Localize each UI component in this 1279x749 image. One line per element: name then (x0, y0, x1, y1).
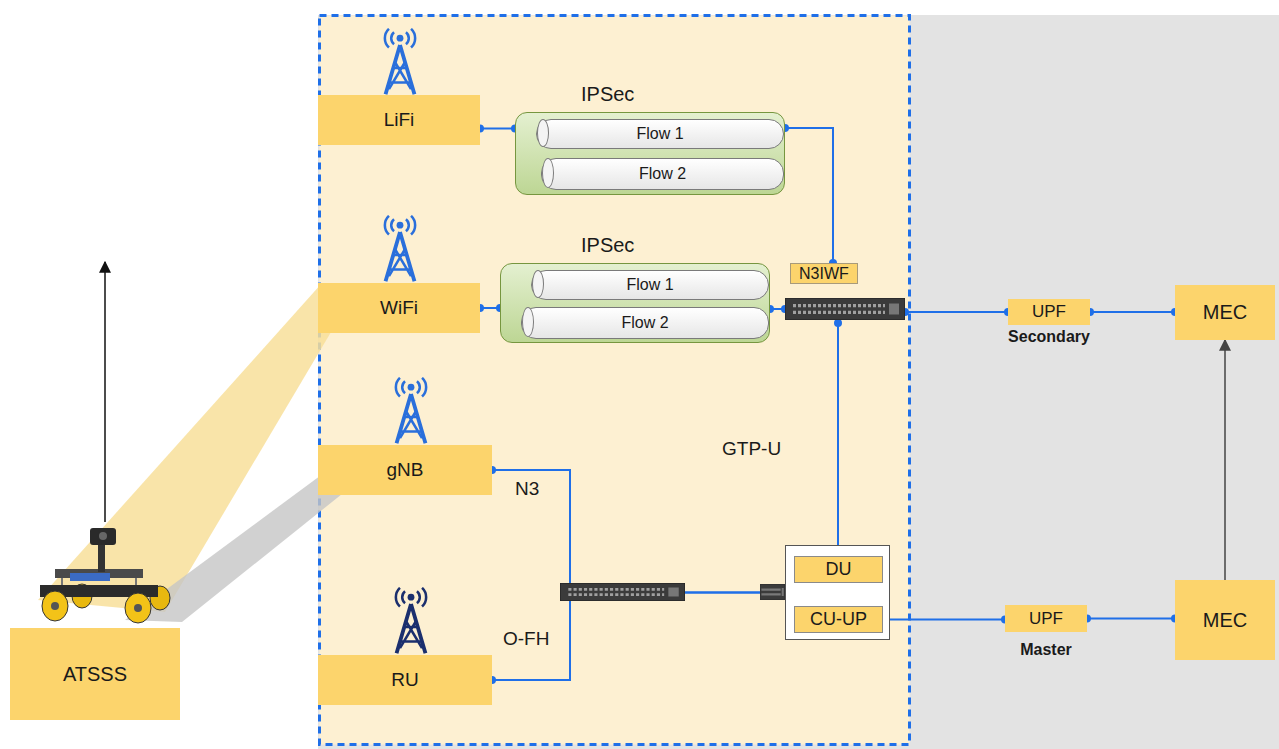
node-label: Flow 1 (636, 125, 683, 143)
car-standoff (61, 578, 63, 585)
wheel-hub (134, 604, 142, 612)
pipe-end (532, 270, 544, 298)
movement-arrow (104, 262, 106, 522)
node-label: gNB (387, 459, 424, 481)
node-label: Flow 2 (621, 314, 668, 332)
node-label: N3IWF (790, 263, 858, 284)
node-label: Flow 1 (626, 276, 673, 294)
upf-box: UPF (1008, 299, 1090, 325)
link-line (905, 311, 1008, 313)
tunnel-heading: IPSec (581, 234, 634, 257)
endpoint-dot (834, 319, 842, 327)
car-wheel (125, 593, 151, 623)
robot-car (40, 528, 170, 623)
access-region (320, 16, 910, 745)
cu-up-box: CU-UP (794, 606, 883, 633)
link-label: N3 (515, 478, 539, 500)
flow-pipe: Flow 1 (531, 270, 769, 300)
link-line (883, 619, 1005, 621)
access-box: gNB (318, 445, 492, 495)
antenna-tower (385, 29, 415, 94)
camera-lens (99, 532, 107, 540)
network-switch (760, 584, 785, 600)
ran-unit-box: DU CU-UP (785, 545, 890, 640)
link-label: GTP-U (722, 438, 781, 460)
link-label: O-FH (503, 628, 549, 650)
antenna-tower (396, 378, 426, 443)
network-switch (785, 298, 905, 320)
link-line (837, 323, 839, 556)
tunnel-heading: IPSec (581, 83, 634, 106)
link-line (1087, 618, 1175, 620)
link-line (1090, 311, 1175, 313)
access-box: WiFi (318, 283, 480, 333)
antenna-tower (396, 588, 426, 653)
node-label: UPF (1029, 609, 1063, 629)
flow-pipe: Flow 2 (541, 158, 784, 190)
upf-box: UPF (1005, 605, 1087, 632)
core-region (318, 15, 1279, 749)
node-label: CU-UP (810, 609, 867, 630)
du-box: DU (794, 556, 883, 583)
access-box: LiFi (318, 95, 480, 145)
mec-box: MEC (1175, 580, 1275, 660)
node-label: Flow 2 (639, 165, 686, 183)
wifi-coverage-cone (38, 283, 350, 612)
pipe-end (522, 307, 534, 337)
link-line (492, 470, 785, 593)
flow-pipe: Flow 1 (536, 119, 784, 149)
car-board (70, 573, 110, 581)
node-label: MEC (1203, 301, 1247, 324)
node-label: DU (826, 559, 852, 580)
car-standoff (135, 578, 137, 585)
ipsec-tunnel: IPSecFlow 1Flow 2 (515, 112, 785, 195)
node-label: MEC (1203, 609, 1247, 632)
pipe-end (537, 119, 549, 147)
wheel-hub (51, 602, 59, 610)
ipsec-tunnel: IPSecFlow 1Flow 2 (500, 263, 770, 343)
link-line (492, 593, 785, 681)
node-label: WiFi (380, 297, 418, 319)
camera-mast (98, 542, 105, 572)
car-wheel (42, 591, 68, 621)
flow-arrow (1224, 340, 1226, 580)
role-label: Master (1020, 641, 1072, 659)
network-switch (560, 583, 685, 601)
access-box: RU (318, 655, 492, 705)
link-line (785, 128, 833, 263)
node-label: LiFi (384, 109, 415, 131)
mec-box: MEC (1175, 285, 1275, 340)
antenna-tower (385, 216, 415, 281)
role-label: Secondary (1008, 328, 1090, 346)
atsss-box: ATSSS (10, 628, 180, 720)
link-line (480, 128, 515, 130)
node-label: UPF (1032, 302, 1066, 322)
gateway-switch: N3IWF (785, 263, 905, 323)
flow-pipe: Flow 2 (521, 307, 769, 339)
node-label: RU (391, 669, 418, 691)
camera-head (90, 528, 116, 545)
node-label: ATSSS (63, 663, 127, 686)
pipe-end (542, 158, 554, 188)
